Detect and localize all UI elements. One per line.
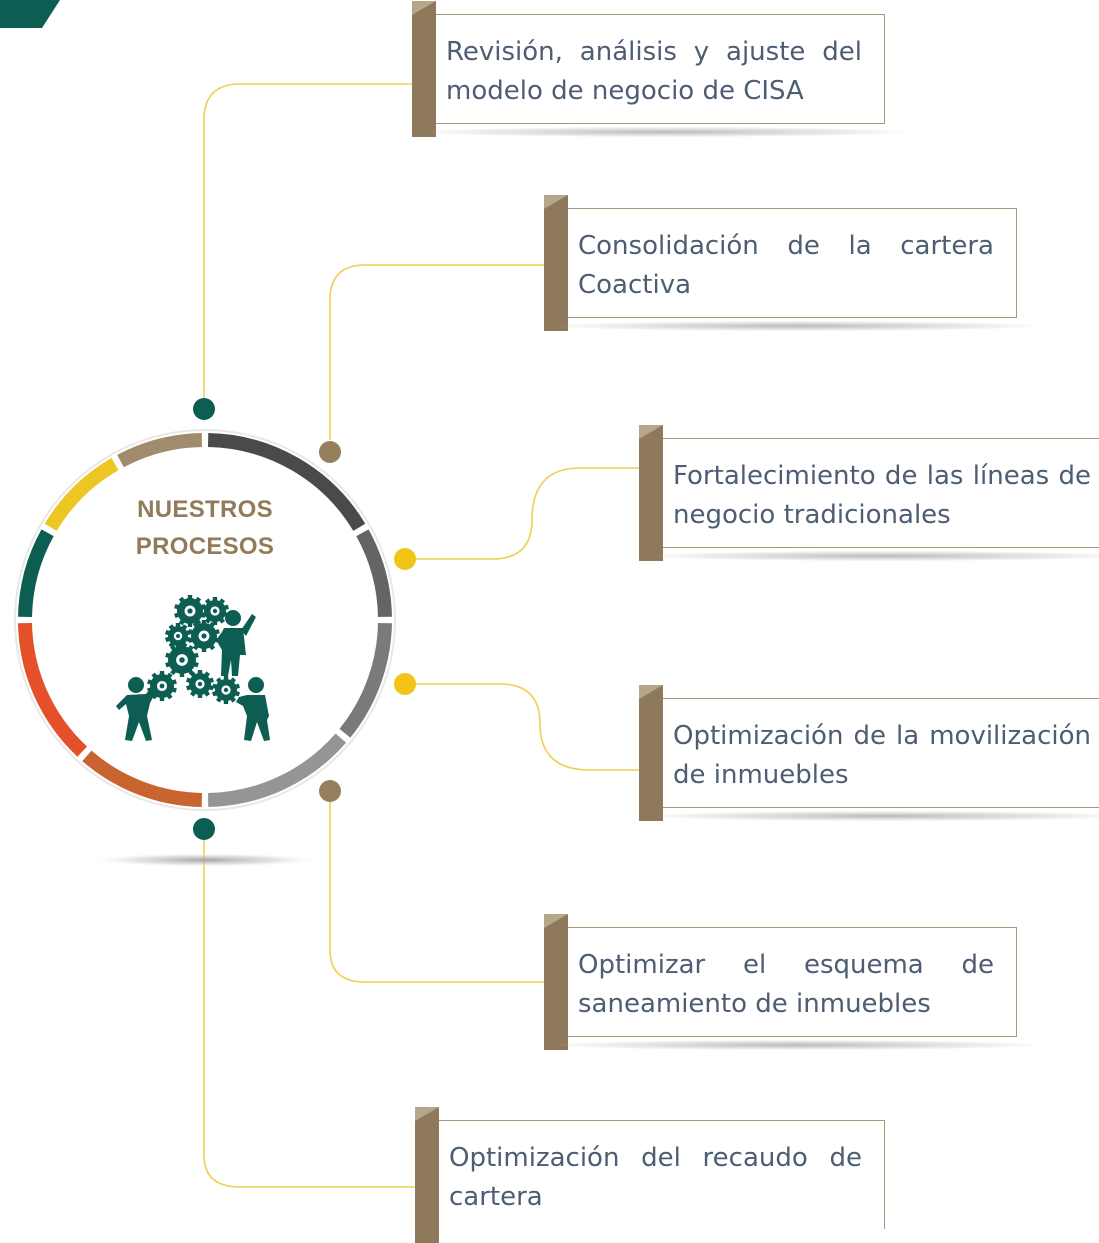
marker-dot-5[interactable] xyxy=(319,780,341,802)
card-tab xyxy=(544,914,568,1050)
card-tab xyxy=(544,195,568,331)
gear-icon xyxy=(174,595,206,627)
marker-dot-3[interactable] xyxy=(394,548,416,570)
card-shadow xyxy=(653,551,1099,561)
process-card-text: Revisión, análisis y ajuste del modelo d… xyxy=(446,37,862,106)
card-tab-fold xyxy=(639,685,663,699)
ring-segment-4 xyxy=(207,733,347,807)
ring-segment-9 xyxy=(117,433,203,468)
connector-2 xyxy=(329,264,545,440)
marker-dot-2[interactable] xyxy=(319,441,341,463)
ring-segment-1 xyxy=(207,433,366,531)
process-card-4[interactable]: Optimización de la movilización de inmue… xyxy=(639,685,1099,821)
ring-segment-7 xyxy=(18,529,54,618)
card-shadow xyxy=(558,321,1036,331)
card-tab xyxy=(412,1,436,137)
card-tab-fold xyxy=(412,1,436,15)
ring-segment-8 xyxy=(44,458,119,531)
gear-icon xyxy=(165,643,199,677)
ring-segment-5 xyxy=(82,750,203,807)
card-shadow xyxy=(653,811,1099,821)
ring-segment-3 xyxy=(339,622,392,738)
card-tab xyxy=(639,425,663,561)
connector-5 xyxy=(329,800,545,983)
person-bottom-left xyxy=(116,677,157,741)
connector-lines xyxy=(203,83,640,1188)
ring-segments xyxy=(18,433,392,807)
person-bottom-right xyxy=(236,677,270,741)
process-card-text: Consolidación de la cartera Coactiva xyxy=(578,231,994,300)
process-card-text: Optimización de la movilización de inmue… xyxy=(673,721,1091,790)
process-card-6[interactable]: Optimización del recaudo de cartera xyxy=(415,1107,885,1243)
gear-icon xyxy=(147,671,177,701)
marker-dot-1[interactable] xyxy=(193,398,215,420)
process-card-text: Optimización del recaudo de cartera xyxy=(449,1143,862,1212)
connector-6 xyxy=(203,840,415,1188)
teamwork-gears-icon xyxy=(116,595,270,741)
card-tab xyxy=(415,1107,439,1243)
center-title-line2: PROCESOS xyxy=(135,533,275,560)
gear-icon xyxy=(212,676,240,704)
gear-icon xyxy=(201,597,229,625)
process-card-text: Fortalecimiento de las líneas de negocio… xyxy=(673,461,1091,530)
center-title-line1: NUESTROS xyxy=(137,496,273,523)
card-shadow xyxy=(426,127,904,137)
corner-teal-shape xyxy=(0,0,60,28)
process-card-3[interactable]: Fortalecimiento de las líneas de negocio… xyxy=(639,425,1099,561)
card-tab-fold xyxy=(544,195,568,209)
circle-shadow xyxy=(87,853,323,867)
process-card-text: Optimizar el esquema de saneamiento de i… xyxy=(578,950,994,1019)
gear-icon xyxy=(186,670,214,698)
connector-1 xyxy=(203,83,412,398)
process-card-1[interactable]: Revisión, análisis y ajuste del modelo d… xyxy=(412,1,904,137)
ring-segment-2 xyxy=(356,529,392,618)
ring-segment-6 xyxy=(18,622,88,757)
gear-icon xyxy=(164,623,192,649)
card-shadow xyxy=(558,1040,1036,1050)
card-tab-fold xyxy=(415,1107,439,1121)
card-tab-fold xyxy=(639,425,663,439)
process-card-5[interactable]: Optimizar el esquema de saneamiento de i… xyxy=(544,914,1036,1050)
process-card-2[interactable]: Consolidación de la cartera Coactiva xyxy=(544,195,1036,331)
marker-dot-6[interactable] xyxy=(193,818,215,840)
marker-dot-4[interactable] xyxy=(394,673,416,695)
card-tab xyxy=(639,685,663,821)
person-top-right xyxy=(216,610,256,676)
connector-4 xyxy=(408,683,640,771)
connector-3 xyxy=(408,467,640,560)
card-tab-fold xyxy=(544,914,568,928)
